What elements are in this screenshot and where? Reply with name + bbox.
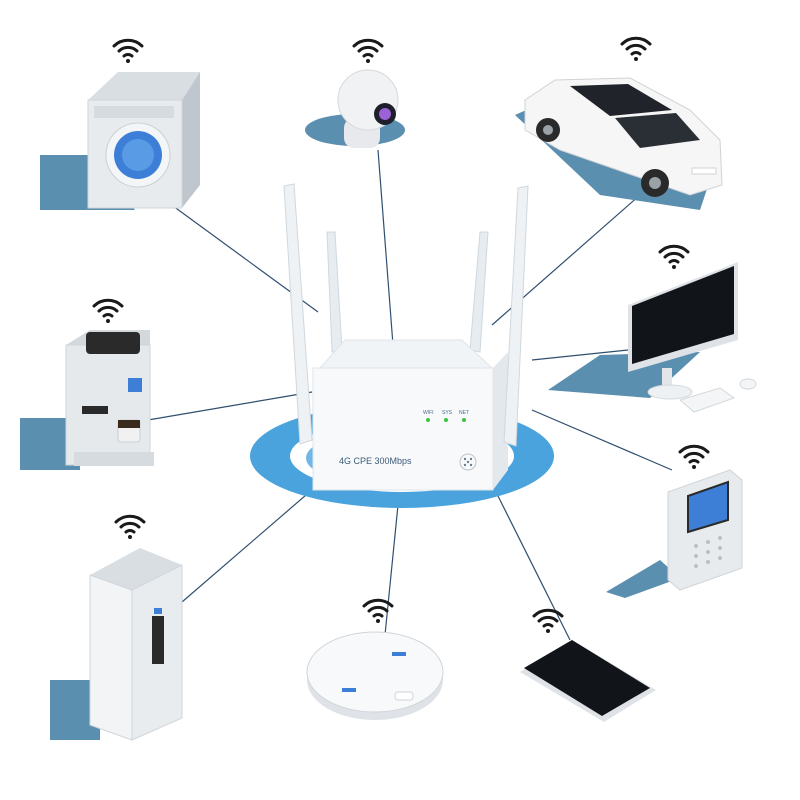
link-coffee	[147, 391, 313, 421]
wifi-icon	[362, 598, 394, 623]
led-label-wifi: WIFI	[423, 410, 434, 416]
keyboard	[678, 387, 736, 413]
led-label-sys: SYS	[442, 410, 453, 416]
fridge-display	[154, 608, 162, 614]
link-vacuum	[384, 504, 399, 636]
link-monitor	[531, 349, 629, 361]
connection-lines	[147, 149, 673, 641]
security-camera	[305, 69, 405, 148]
wifi-icon	[112, 38, 144, 63]
router-front	[312, 367, 494, 491]
antenna-back-right	[469, 231, 489, 353]
router-top	[318, 339, 494, 369]
wifi-icon	[620, 36, 652, 61]
monitor-screen	[632, 266, 734, 364]
coffee-display	[128, 378, 142, 392]
wifi-icon	[678, 444, 710, 469]
intercom-panel	[606, 469, 743, 598]
led-sys	[444, 418, 448, 422]
led-wifi	[426, 418, 430, 422]
desktop-computer	[548, 262, 757, 413]
led-label-net: NET	[459, 410, 469, 416]
antenna-front-left	[283, 183, 313, 445]
wifi-icon	[658, 244, 690, 269]
robot-vacuum	[306, 631, 444, 720]
antenna-front-right	[503, 185, 529, 447]
reset-button-icon	[459, 453, 477, 471]
router-side	[493, 352, 508, 490]
car	[515, 77, 723, 210]
wifi-icon	[532, 608, 564, 633]
link-camera	[377, 149, 394, 346]
washing-machine	[40, 72, 200, 210]
smartphone	[520, 640, 656, 722]
refrigerator	[50, 548, 183, 741]
link-phone	[495, 491, 571, 641]
wifi-icons	[92, 36, 710, 633]
link-intercom	[531, 409, 673, 471]
intercom-shadow	[606, 560, 680, 598]
wifi-icon	[114, 514, 146, 539]
wifi-icon	[352, 38, 384, 63]
antenna-back-left	[326, 231, 343, 353]
intercom-screen	[687, 480, 729, 534]
fridge-shadow	[50, 680, 100, 740]
coffee-shadow	[20, 418, 80, 470]
wifi-icon	[92, 298, 124, 323]
router-model-label: 4G CPE 300Mbps	[339, 456, 412, 466]
router: WIFI SYS NET 4G CPE 300Mbps	[250, 183, 554, 508]
coffee-machine	[20, 330, 154, 470]
led-net	[462, 418, 466, 422]
phone-screen	[524, 640, 650, 716]
mouse	[739, 378, 757, 390]
